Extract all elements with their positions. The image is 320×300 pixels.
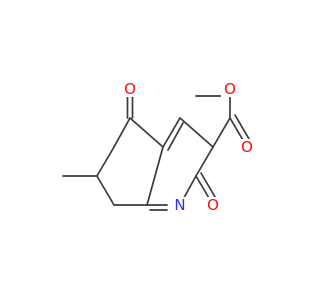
atom-label-o4: O <box>207 196 219 214</box>
bond-c4a-c8a <box>146 146 164 206</box>
label-bg-o4 <box>204 197 222 213</box>
bond-c4a-c4-double-a <box>162 117 181 148</box>
bond-c3-c2 <box>195 146 214 177</box>
atom-label-n1: N <box>174 196 185 214</box>
bond-c3-ester-c <box>212 117 231 148</box>
bond-c8-c7 <box>96 175 115 206</box>
molecule-canvas: O O O O N <box>62 80 256 214</box>
bond-layer <box>62 94 253 211</box>
atom-label-o3: O <box>241 138 253 156</box>
bond-c5-c4a <box>129 117 164 148</box>
bond-c4a-c4-double-b <box>167 122 184 151</box>
bond-c7-c6 <box>96 146 115 177</box>
label-bg-o2 <box>221 81 239 97</box>
atom-label-layer: O O O O N <box>121 80 256 214</box>
structure-diagram: O O O O N <box>62 80 256 214</box>
label-bg-o3 <box>238 139 256 155</box>
atom-label-o2: O <box>224 80 236 98</box>
bond-c6-c5 <box>113 117 131 148</box>
bond-c4-c3 <box>179 117 214 148</box>
atom-label-o1: O <box>124 80 136 98</box>
label-bg-n1 <box>171 197 189 213</box>
label-bg-o1 <box>121 81 139 97</box>
